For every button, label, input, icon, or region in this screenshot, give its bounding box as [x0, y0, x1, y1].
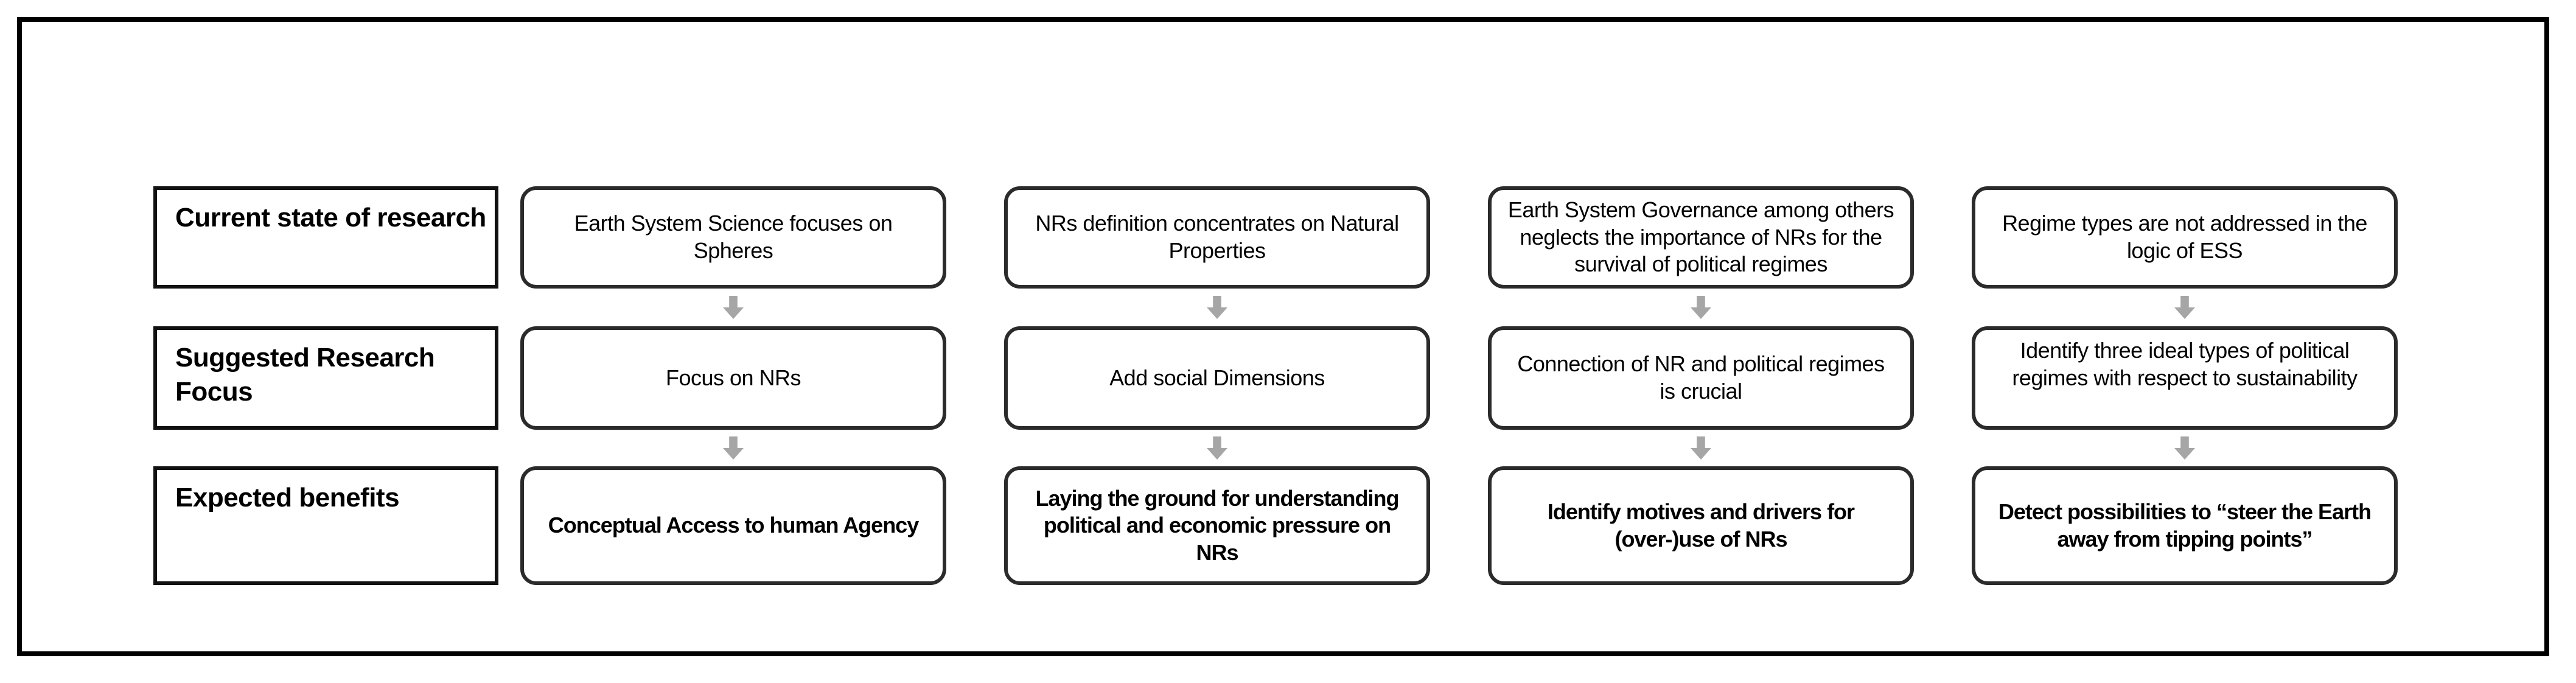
- down-arrow-icon: [1207, 436, 1227, 460]
- cell-current-state-col4: Regime types are not addressed in the lo…: [1972, 186, 2398, 289]
- down-arrow-icon: [1691, 436, 1711, 460]
- down-arrow-icon: [723, 296, 744, 319]
- down-arrow-icon: [1691, 296, 1711, 319]
- cell-expected-benefits-col4: Detect possibilities to “steer the Earth…: [1972, 466, 2398, 585]
- arrow-cell-col2: [1004, 289, 1430, 326]
- cell-expected-benefits-col1: Conceptual Access to human Agency: [520, 466, 946, 585]
- row-label-current-state: Current state of research: [153, 186, 498, 289]
- down-arrow-icon: [2174, 296, 2195, 319]
- cell-suggested-focus-col2: Add social Dimensions: [1004, 326, 1430, 430]
- cell-expected-benefits-col3: Identify motives and drivers for (over-)…: [1488, 466, 1914, 585]
- arrow-cell-col1: [520, 430, 946, 466]
- research-flow-diagram: Current state of research Suggested Rese…: [153, 186, 2398, 585]
- down-arrow-icon: [723, 436, 744, 460]
- cell-current-state-col2: NRs definition concentrates on Natural P…: [1004, 186, 1430, 289]
- cell-current-state-col3: Earth System Governance among others neg…: [1488, 186, 1914, 289]
- arrow-cell-col2: [1004, 430, 1430, 466]
- arrow-cell-col4: [1972, 289, 2398, 326]
- arrow-cell-col4: [1972, 430, 2398, 466]
- arrow-cell-col3: [1488, 289, 1914, 326]
- arrow-cell-col3: [1488, 430, 1914, 466]
- down-arrow-icon: [1207, 296, 1227, 319]
- row-label-suggested-focus: Suggested Research Focus: [153, 326, 498, 430]
- row-label-expected-benefits: Expected benefits: [153, 466, 498, 585]
- cell-expected-benefits-col2: Laying the ground for understanding poli…: [1004, 466, 1430, 585]
- down-arrow-icon: [2174, 436, 2195, 460]
- cell-suggested-focus-col3: Connection of NR and political regimes i…: [1488, 326, 1914, 430]
- cell-current-state-col1: Earth System Science focuses on Spheres: [520, 186, 946, 289]
- cell-suggested-focus-col4: Identify three ideal types of political …: [1972, 326, 2398, 430]
- arrow-cell-col1: [520, 289, 946, 326]
- figure-border: Current state of research Suggested Rese…: [17, 17, 2549, 656]
- cell-suggested-focus-col1: Focus on NRs: [520, 326, 946, 430]
